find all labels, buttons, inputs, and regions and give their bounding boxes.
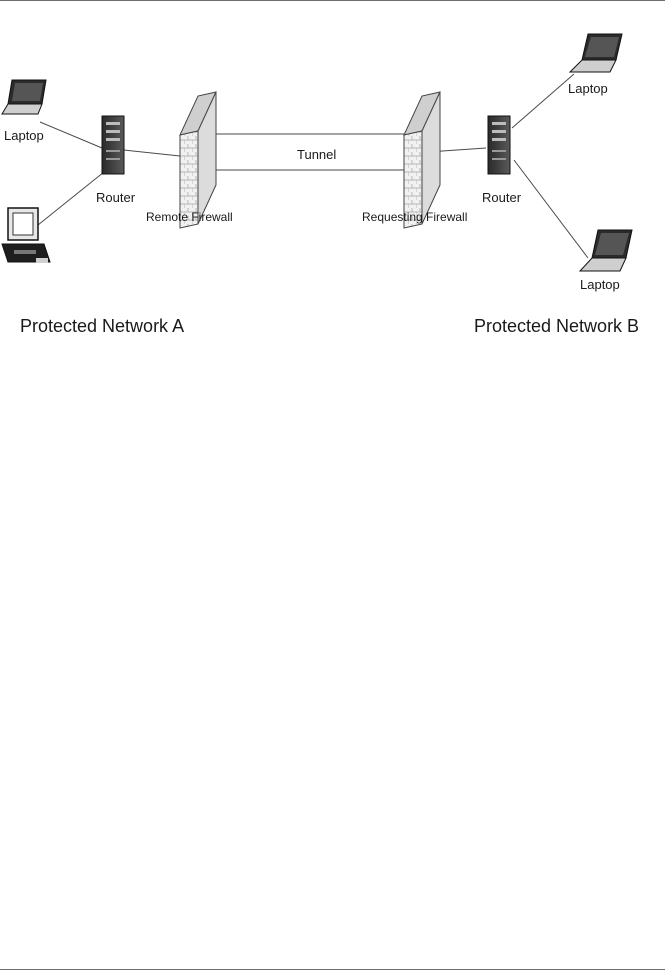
page-bottom-rule (0, 969, 665, 970)
link-router-a-remote-firewall (123, 149, 181, 157)
protected-network-a-caption: Protected Network A (20, 316, 185, 336)
router-a-label: Router (96, 190, 136, 205)
laptop-b-bottom-icon (578, 229, 633, 272)
laptop-a-label: Laptop (4, 128, 44, 143)
remote-firewall-icon (179, 91, 217, 229)
protected-network-b-caption: Protected Network B (474, 316, 640, 336)
laptop-b-top-label: Laptop (568, 81, 608, 96)
router-b-label: Router (482, 190, 522, 205)
vpn-tunnel-diagram: Laptop Router Remote Firewall Tunnel Req… (1, 33, 633, 292)
workstation-a-icon (1, 207, 51, 263)
page-top-rule (0, 0, 665, 1)
requesting-firewall-label: Requesting Firewall (362, 210, 467, 224)
laptop-b-bottom-label: Laptop (580, 277, 620, 292)
router-b-icon (487, 115, 511, 175)
router-a-icon (101, 115, 125, 175)
link-router-b-laptop-b-bottom (513, 159, 589, 259)
tunnel-label: Tunnel (297, 147, 336, 162)
link-workstation-a-router-a (37, 171, 105, 226)
laptop-b-top-icon (568, 33, 623, 73)
link-router-b-laptop-b-top (511, 73, 575, 129)
link-laptop-a-router-a (39, 121, 103, 149)
requesting-firewall-icon (403, 91, 441, 229)
laptop-a-icon (1, 79, 47, 115)
remote-firewall-label: Remote Firewall (146, 210, 233, 224)
